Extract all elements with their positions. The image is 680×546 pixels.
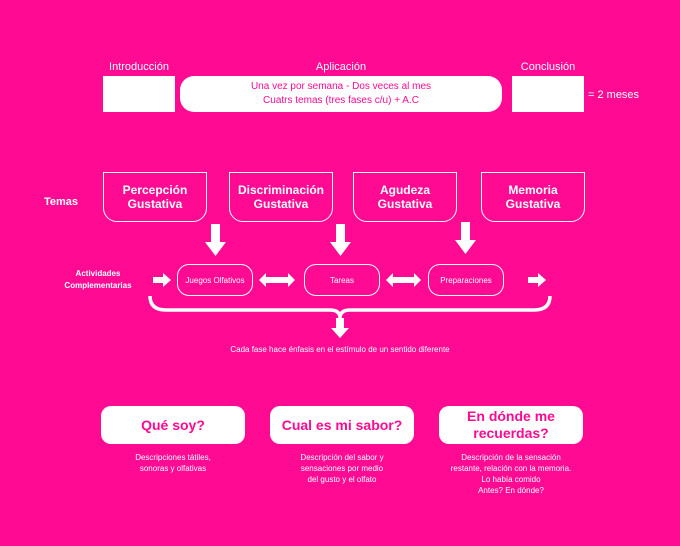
phase-2-desc-line-3: del gusto y el olfato — [307, 475, 377, 484]
application-box: Una vez por semana - Dos veces al mes Cu… — [180, 76, 502, 112]
theme-1-line-1: Percepción — [122, 183, 188, 197]
curly-brace — [148, 295, 552, 319]
activities-label-line-2: Complementarias — [64, 281, 132, 290]
phase-card-que-soy: Qué soy? — [101, 406, 245, 444]
theme-2-line-2: Gustativa — [253, 197, 309, 211]
right-arrow-right-icon — [528, 273, 546, 287]
theme-3-line-1: Agudeza — [379, 183, 430, 197]
down-arrow-3-icon — [455, 222, 476, 254]
theme-3-line-2: Gustativa — [377, 197, 433, 211]
down-arrow-2-icon — [330, 224, 351, 256]
brace-down-arrow-icon — [331, 318, 349, 338]
phase-2-desc-line-2: sensaciones por medio — [300, 464, 384, 473]
phase-3-title-line-1: En dónde me — [467, 408, 555, 424]
phase-3-desc-line-2: restante, relación con la memoria. — [450, 464, 572, 473]
phase-1-desc-line-2: sonoras y olfativas — [139, 464, 207, 473]
phase-card-cual-es-mi-sabor: Cual es mi sabor? — [270, 406, 414, 444]
theme-4-line-2: Gustativa — [505, 197, 561, 211]
phase-2-title-line-1: Cual es mi sabor? — [281, 416, 403, 433]
intro-box — [103, 76, 175, 112]
application-line-1: Una vez por semana - Dos veces al mes — [250, 81, 432, 92]
activity-juegos-olfativos: Juegos Olfativos — [177, 264, 253, 296]
right-arrow-left-icon — [153, 273, 171, 287]
intro-label: Introducción — [109, 61, 169, 73]
phase-3-desc-line-4: Antes? En dónde? — [478, 486, 544, 495]
application-label: Aplicación — [315, 61, 367, 73]
phase-card-en-donde-me-recuerdas: En dónde me recuerdas? — [439, 406, 583, 444]
double-arrow-2-icon — [386, 273, 421, 287]
phase-3-desc-line-1: Descripción de la sensación — [461, 453, 561, 462]
double-arrow-1-icon — [259, 273, 295, 287]
activity-preparaciones: Preparaciones — [428, 264, 504, 296]
phase-1-description: Descripciones tátiles, sonoras y olfativ… — [101, 452, 245, 474]
activities-label-line-1: Actividades — [75, 269, 121, 278]
phase-1-desc-line-1: Descripciones tátiles, — [135, 453, 211, 462]
duration-label: = 2 meses — [588, 89, 640, 101]
activities-label: Actividades Complementarias — [50, 268, 146, 292]
phase-2-desc-line-1: Descripción del sabor y — [300, 453, 384, 462]
phase-3-title-line-2: recuerdas? — [473, 425, 549, 441]
phase-2-description: Descripción del sabor y sensaciones por … — [270, 452, 414, 485]
down-arrow-1-icon — [205, 224, 226, 256]
theme-2-line-1: Discriminación — [237, 183, 325, 197]
phase-note: Cada fase hace énfasis en el estímulo de… — [230, 345, 450, 354]
activity-tareas: Tareas — [304, 264, 380, 296]
theme-4-line-1: Memoria — [508, 183, 558, 197]
conclusion-label: Conclusión — [520, 61, 576, 73]
themes-label: Temas — [44, 196, 79, 208]
conclusion-box — [512, 76, 584, 112]
phase-3-description: Descripción de la sensación restante, re… — [431, 452, 591, 496]
application-line-2: Cuatrs temas (tres fases c/u) + A.C — [263, 95, 419, 106]
theme-1-line-2: Gustativa — [127, 197, 183, 211]
phase-3-desc-line-3: Lo había comido — [481, 475, 541, 484]
phase-1-title-line-1: Qué soy? — [141, 416, 205, 433]
